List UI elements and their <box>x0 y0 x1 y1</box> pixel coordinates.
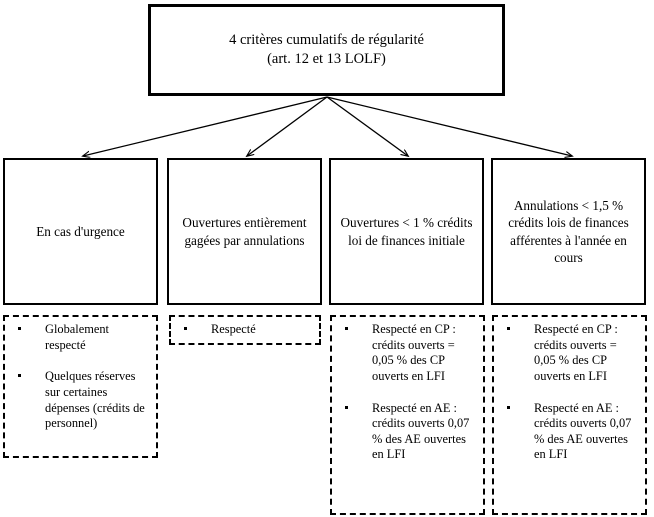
assessment-bullet: Respecté en CP : crédits ouverts = 0,05 … <box>338 322 477 385</box>
title-box-text: 4 critères cumulatifs de régularité (art… <box>221 31 432 69</box>
title-line-1: 4 critères cumulatifs de régularité <box>229 32 424 49</box>
assessment-bullet-text: Respecté en CP : crédits ouverts = 0,05 … <box>372 322 456 383</box>
bullet-dot-icon <box>507 327 510 330</box>
assessment-list-2: Respecté <box>177 322 313 338</box>
title-line-2: (art. 12 et 13 LOLF) <box>267 51 386 67</box>
criterion-label-1: En cas d'urgence <box>36 223 125 239</box>
criterion-box-1: En cas d'urgence <box>3 158 158 305</box>
assessment-box-2: Respecté <box>169 315 321 345</box>
arrow-to-criterion-4 <box>326 96 572 156</box>
assessment-list-3: Respecté en CP : crédits ouverts = 0,05 … <box>338 322 477 463</box>
bullet-dot-icon <box>184 327 187 330</box>
assessment-bullet: Quelques réserves sur certaines dépenses… <box>11 369 150 432</box>
criterion-box-4: Annulations < 1,5 % crédits lois de fina… <box>491 158 646 305</box>
assessment-box-3: Respecté en CP : crédits ouverts = 0,05 … <box>330 315 485 515</box>
assessment-bullet: Respecté <box>177 322 313 338</box>
arrow-to-criterion-3 <box>326 96 408 156</box>
bullet-dot-icon <box>18 374 21 378</box>
assessment-bullet-text: Respecté <box>211 322 256 336</box>
bullet-dot-icon <box>18 327 21 330</box>
bullet-dot-icon <box>345 405 348 409</box>
assessment-bullet-text: Globalement respecté <box>45 322 109 352</box>
criterion-box-2: Ouvertures entièrement gagées par annula… <box>167 158 322 305</box>
assessment-bullet-text: Respecté en AE : crédits ouverts 0,07 % … <box>534 400 632 462</box>
assessment-bullet: Respecté en CP : crédits ouverts = 0,05 … <box>500 322 639 385</box>
criterion-label-2: Ouvertures entièrement gagées par annula… <box>182 215 307 248</box>
assessment-bullet: Globalement respecté <box>11 322 150 353</box>
criterion-label-3: Ouvertures < 1 % crédits loi de finances… <box>340 215 473 248</box>
assessment-box-1: Globalement respecté Quelques réserves s… <box>3 315 158 458</box>
bullet-dot-icon <box>345 327 348 330</box>
arrow-to-criterion-2 <box>247 96 328 156</box>
assessment-box-4: Respecté en CP : crédits ouverts = 0,05 … <box>492 315 647 515</box>
criterion-box-3: Ouvertures < 1 % crédits loi de finances… <box>329 158 484 305</box>
assessment-bullet: Respecté en AE : crédits ouverts 0,07 % … <box>500 401 639 464</box>
assessment-list-4: Respecté en CP : crédits ouverts = 0,05 … <box>500 322 639 463</box>
bullet-dot-icon <box>507 405 510 409</box>
arrow-to-criterion-1 <box>83 96 328 156</box>
title-box: 4 critères cumulatifs de régularité (art… <box>148 4 505 96</box>
criterion-label-4: Annulations < 1,5 % crédits lois de fina… <box>508 198 629 265</box>
assessment-bullet: Respecté en AE : crédits ouverts 0,07 % … <box>338 401 477 464</box>
assessment-bullet-text: Respecté en AE : crédits ouverts 0,07 % … <box>372 400 470 462</box>
assessment-bullet-text: Respecté en CP : crédits ouverts = 0,05 … <box>534 322 618 383</box>
assessment-bullet-text: Quelques réserves sur certaines dépenses… <box>45 369 145 431</box>
assessment-list-1: Globalement respecté Quelques réserves s… <box>11 322 150 432</box>
